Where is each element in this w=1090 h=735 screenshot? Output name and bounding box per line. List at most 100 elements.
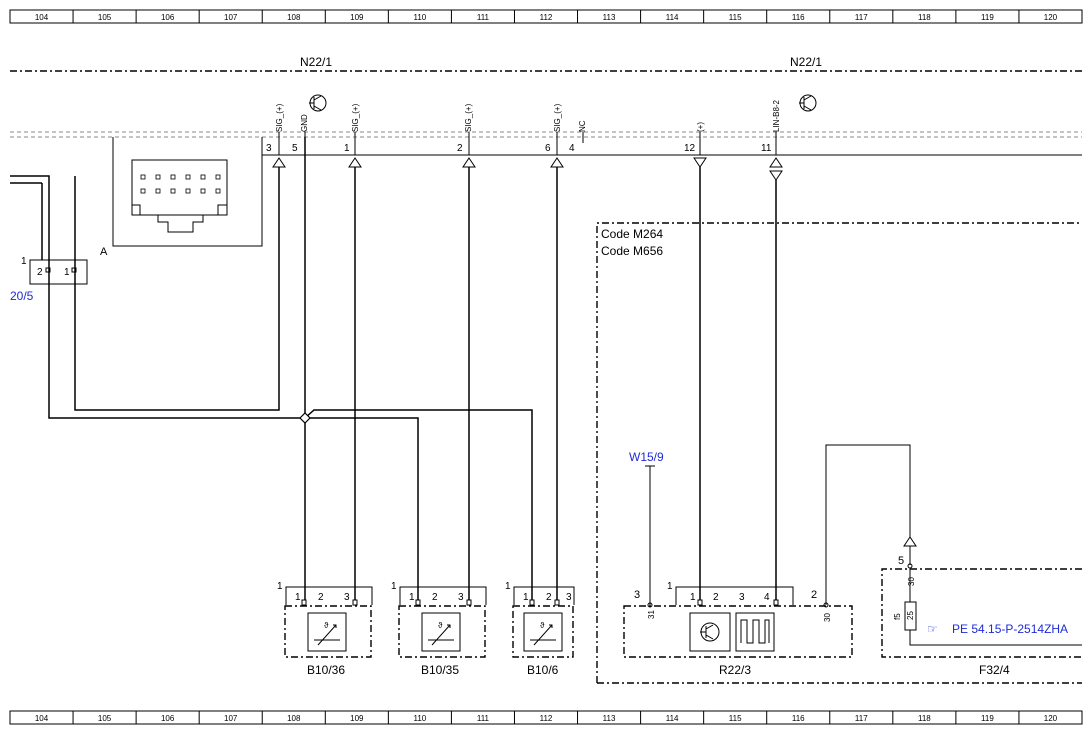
svg-text:2: 2: [546, 592, 552, 603]
connector-pin: 11 LIN-B8-2: [761, 99, 781, 154]
svg-text:5: 5: [292, 143, 298, 154]
svg-text:3: 3: [266, 143, 272, 154]
svg-text:3: 3: [458, 592, 464, 603]
ruler-label: 114: [666, 13, 679, 22]
svg-text:ϑ: ϑ: [540, 621, 545, 630]
svg-text:1: 1: [505, 581, 511, 592]
ruler-label: 108: [287, 13, 301, 22]
connector-pin: 6 SIG_(+): [545, 103, 562, 154]
ruler-label: 115: [729, 714, 742, 723]
ruler-label: 106: [161, 13, 175, 22]
sensor-b10-35: 1 1 2 3 ϑ B10/35: [391, 581, 487, 677]
svg-text:3: 3: [739, 592, 745, 603]
ruler-label: 109: [350, 714, 364, 723]
ruler-label: 109: [350, 13, 364, 22]
connector-pin: 12 (+): [684, 122, 705, 154]
svg-text:1: 1: [391, 581, 397, 592]
svg-text:1: 1: [344, 143, 350, 154]
sensor-b10-36: 1 1 2 3 ϑ B10/36: [277, 581, 373, 677]
svg-text:1: 1: [21, 256, 27, 267]
code-box-border: [596, 222, 1082, 683]
splice-icon: [299, 412, 311, 424]
connector-label-a: A: [100, 246, 108, 258]
svg-text:5: 5: [898, 555, 904, 567]
svg-text:2: 2: [37, 267, 43, 278]
svg-text:SIG_(+): SIG_(+): [553, 103, 562, 132]
svg-text:30: 30: [823, 613, 832, 622]
ruler-label: 107: [224, 714, 238, 723]
sensor-name: B10/35: [421, 663, 459, 677]
fuse-icon: [904, 601, 917, 631]
component-name: R22/3: [719, 663, 751, 677]
ruler-label: 110: [413, 714, 426, 723]
svg-text:NC: NC: [578, 120, 587, 132]
svg-text:3: 3: [634, 589, 640, 601]
svg-text:ϑ: ϑ: [324, 621, 329, 630]
wires: [10, 137, 911, 605]
svg-text:3: 3: [566, 592, 572, 603]
transistor-icon: [700, 622, 720, 642]
connector-pin: 2 SIG_(+): [457, 103, 473, 154]
component-name: F32/4: [979, 663, 1010, 677]
transistor-icon: [309, 94, 327, 112]
temperature-sensor-icon: [307, 612, 347, 652]
svg-text:25: 25: [906, 611, 915, 620]
connector-pin: 4 NC: [569, 120, 587, 154]
svg-text:1: 1: [295, 592, 301, 603]
svg-text:LIN-B8-2: LIN-B8-2: [772, 99, 781, 132]
svg-text:f5: f5: [893, 613, 902, 620]
svg-text:SIG_(+): SIG_(+): [275, 103, 284, 132]
svg-text:31: 31: [647, 610, 656, 619]
svg-text:1: 1: [667, 581, 673, 592]
svg-text:6: 6: [545, 143, 551, 154]
svg-text:12: 12: [684, 143, 696, 154]
ruler-label: 104: [35, 13, 49, 22]
svg-text:(+): (+): [696, 122, 705, 132]
svg-text:2: 2: [811, 589, 817, 601]
ruler-label: 106: [161, 714, 175, 723]
svg-text:1: 1: [690, 592, 696, 603]
ground-point-w15-9[interactable]: W15/9: [629, 450, 664, 464]
ruler-label: 108: [287, 714, 301, 723]
ruler-label: 119: [981, 714, 994, 723]
svg-text:1: 1: [277, 581, 283, 592]
svg-text:2: 2: [713, 592, 719, 603]
ruler-label: 104: [35, 714, 49, 723]
wire-connector-arrow: [272, 157, 917, 547]
svg-text:2: 2: [457, 143, 463, 154]
component-r22-3: 1 1 2 3 4 3 31 2 30 R22/3: [623, 581, 853, 677]
module-label-n22-right: N22/1: [790, 55, 822, 69]
svg-text:4: 4: [764, 592, 770, 603]
ruler-label: 110: [413, 13, 426, 22]
ruler-label: 116: [792, 714, 805, 723]
svg-text:SIG_(+): SIG_(+): [351, 103, 360, 132]
reference-link[interactable]: PE 54.15-P-2514ZHA: [952, 622, 1068, 636]
svg-text:4: 4: [569, 143, 575, 154]
pwm-signal-icon: [740, 619, 770, 644]
connector-housing-a: A: [100, 137, 263, 258]
sensor-b10-6: 1 1 2 3 ϑ B10/6: [505, 581, 575, 677]
ruler-label: 112: [540, 13, 553, 22]
code-line-2: Code M656: [601, 244, 663, 258]
svg-text:1: 1: [523, 592, 529, 603]
svg-text:11: 11: [761, 143, 772, 154]
svg-text:3: 3: [344, 592, 350, 603]
ruler-label: 117: [855, 13, 868, 22]
ruler-label: 115: [729, 13, 742, 22]
plug-label[interactable]: 20/5: [10, 289, 34, 303]
svg-text:30: 30: [907, 577, 916, 586]
ruler-label: 118: [918, 13, 931, 22]
plug-20-5: 1 2 1 20/5: [10, 256, 88, 303]
svg-text:1: 1: [409, 592, 415, 603]
fuse-box-f32-4: 5 30 f5 25 ☞ PE 54.15-P-2514ZHA F32/4: [881, 555, 1082, 677]
sensor-name: B10/6: [527, 663, 559, 677]
ruler-label: 111: [477, 714, 490, 723]
temperature-sensor-icon: [421, 612, 461, 652]
ruler-label: 120: [1044, 714, 1058, 723]
connector-housing-lines: [10, 131, 1082, 138]
ruler-label: 113: [603, 714, 616, 723]
temperature-sensor-icon: [523, 612, 563, 652]
ruler-label: 117: [855, 714, 868, 723]
